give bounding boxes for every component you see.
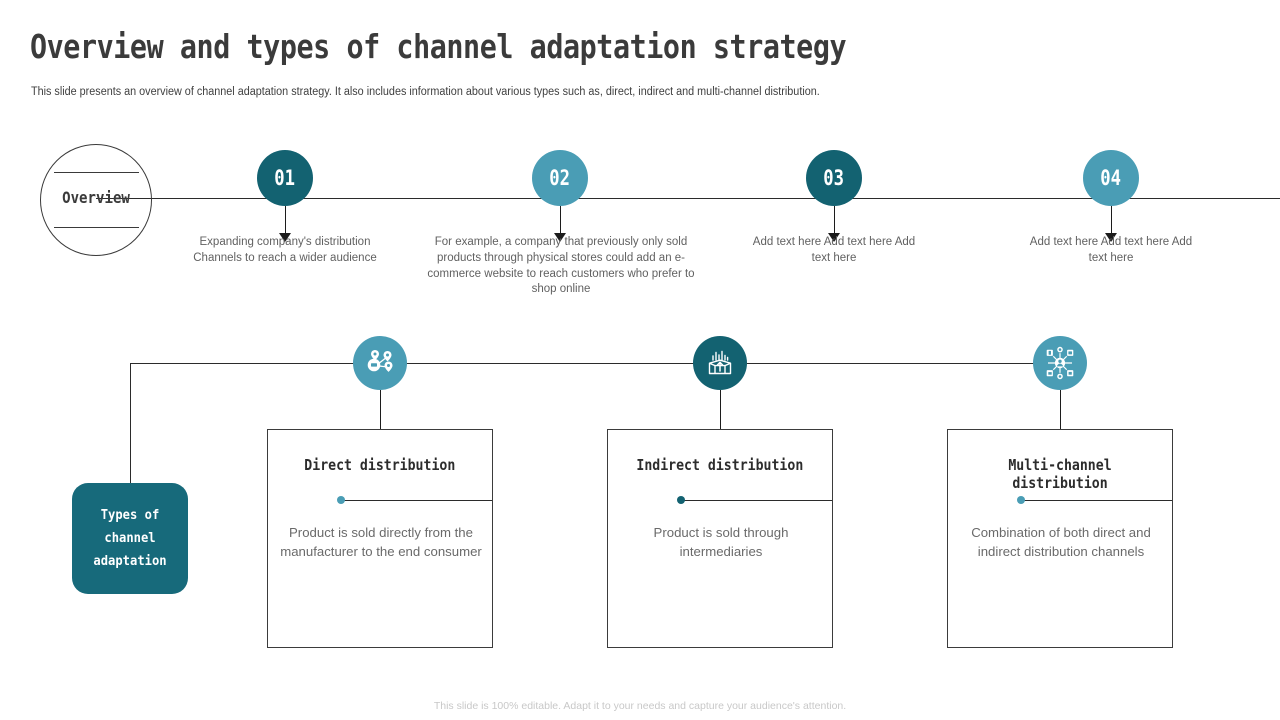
card-3-divider-dot — [1017, 496, 1025, 504]
card-3-title: Multi-channel distribution — [948, 456, 1172, 492]
overview-label: Overview — [62, 188, 130, 207]
step-02-arrow-icon — [554, 233, 566, 242]
timeline-axis — [96, 198, 1280, 199]
types-anchor-label: Types of channel adaptation — [93, 507, 167, 569]
open-package-box-glyph — [708, 350, 732, 375]
step-01-number: 01 — [274, 166, 296, 190]
card-3-title-text: Multi-channel distribution — [1008, 456, 1112, 492]
card-2-body: Product is sold through intermediaries — [653, 525, 789, 559]
step-01-badge: 01 — [257, 150, 313, 206]
card-2-divider-dot — [677, 496, 685, 504]
step-01-arrow-icon — [279, 233, 291, 242]
timeline-step-01[interactable]: 01 Expanding company's distribution Chan… — [193, 150, 377, 264]
step-01-stem — [284, 206, 286, 236]
card-2-divider-line — [681, 499, 832, 501]
step-04-arrow-icon — [1105, 233, 1117, 242]
open-package-box-icon — [693, 336, 747, 458]
card-2-divider — [677, 496, 832, 504]
card-1-divider-line — [341, 499, 492, 501]
types-connector-vertical — [130, 363, 132, 490]
overview-band-top-line — [54, 172, 139, 173]
step-03-stem — [833, 206, 835, 236]
multichannel-hub-icon — [1033, 336, 1087, 458]
page-subtitle: This slide presents an overview of chann… — [31, 86, 820, 98]
card-2-title-text: Indirect distribution — [636, 456, 804, 474]
step-04-number: 04 — [1100, 166, 1122, 190]
card-3-divider — [1017, 496, 1172, 504]
card-1-title-text: Direct distribution — [304, 456, 456, 474]
page-title: Overview and types of channel adaptation… — [30, 27, 847, 66]
timeline-step-04[interactable]: 04 Add text here Add text here Add text … — [1030, 150, 1192, 264]
step-03-text: Add text here Add text here Add text her… — [752, 236, 916, 264]
step-04-badge: 04 — [1083, 150, 1139, 206]
types-connector-horizontal — [130, 363, 1060, 365]
distribution-network-glyph — [367, 350, 393, 372]
card-2-title: Indirect distribution — [608, 456, 832, 474]
step-01-text: Expanding company's distribution Channel… — [193, 236, 377, 264]
step-03-number: 03 — [823, 166, 845, 190]
multichannel-hub-glyph — [1045, 345, 1075, 380]
card-1-body: Product is sold directly from the manufa… — [280, 525, 482, 559]
step-02-number: 02 — [549, 166, 571, 190]
distribution-network-icon — [353, 336, 407, 458]
step-04-text: Add text here Add text here Add text her… — [1029, 236, 1193, 264]
card-1-divider — [337, 496, 492, 504]
timeline-step-03[interactable]: 03 Add text here Add text here Add text … — [753, 150, 915, 264]
step-03-arrow-icon — [828, 233, 840, 242]
overview-band-bottom-line — [54, 227, 139, 228]
step-02-text: For example, a company that previously o… — [427, 236, 695, 296]
step-02-badge: 02 — [532, 150, 588, 206]
step-03-badge: 03 — [806, 150, 862, 206]
timeline-step-02[interactable]: 02 For example, a company that previousl… — [427, 150, 695, 295]
card-multichannel-distribution[interactable]: Multi-channel distribution Combination o… — [947, 429, 1173, 648]
card-3-connector-stem — [1059, 390, 1061, 455]
card-2-connector-stem — [719, 390, 721, 455]
step-04-stem — [1110, 206, 1112, 236]
step-02-stem — [559, 206, 561, 236]
types-anchor-box[interactable]: Types of channel adaptation — [72, 483, 188, 594]
card-3-body: Combination of both direct and indirect … — [971, 525, 1151, 559]
slide-footer-note: This slide is 100% editable. Adapt it to… — [433, 700, 847, 712]
card-1-connector-stem — [379, 390, 381, 455]
card-1-divider-dot — [337, 496, 345, 504]
card-3-divider-line — [1021, 499, 1172, 501]
card-1-title: Direct distribution — [268, 456, 492, 474]
card-indirect-distribution[interactable]: Indirect distribution Product is sold th… — [607, 429, 833, 648]
overview-circle — [40, 144, 152, 256]
card-direct-distribution[interactable]: Direct distribution Product is sold dire… — [267, 429, 493, 648]
